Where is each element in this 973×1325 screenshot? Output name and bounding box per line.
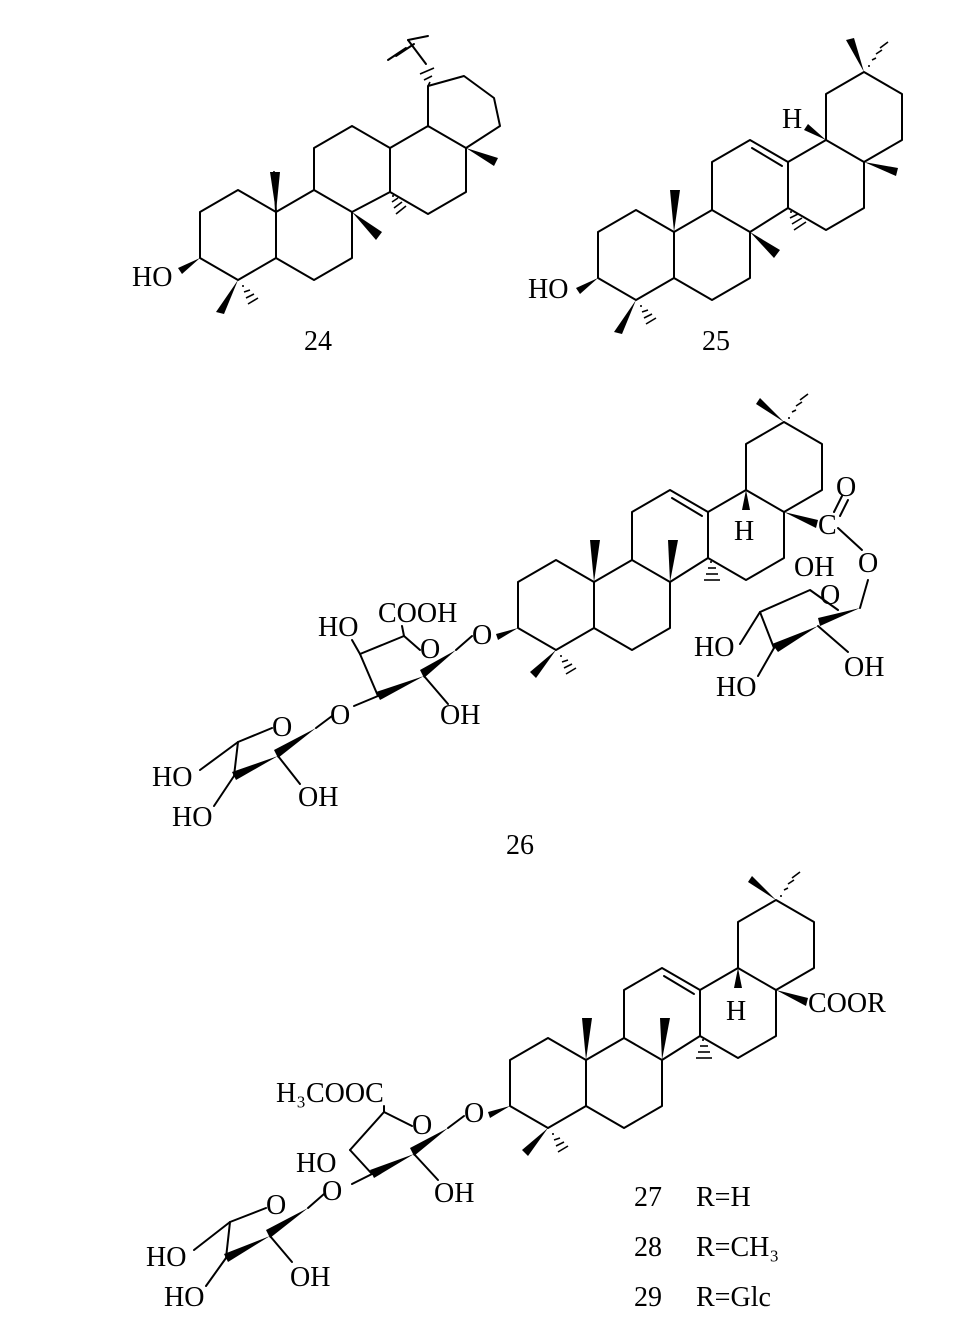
ring-oxygen-label: O (412, 1110, 432, 1141)
hydrogen-label: H (782, 104, 802, 135)
substituent-legend: 27 R=H 28 R=CH₃ 29 R=Glc (634, 1182, 779, 1313)
hydroxyl-label: HO (164, 1282, 204, 1313)
hydroxyl-label: OH (794, 552, 834, 583)
isopropenyl-group (387, 35, 435, 87)
compound-26-structure: H C O O OH O HO HO OH O O (152, 393, 884, 861)
hydroxyl-label: HO (318, 612, 358, 643)
hashed-methyl (704, 561, 720, 581)
hashed-methyl (242, 285, 259, 305)
glycosidic-oxygen-label: O (322, 1176, 342, 1207)
compound-number: 26 (506, 830, 534, 861)
hashed-methyl (789, 211, 807, 231)
hashed-methyl (391, 195, 407, 215)
legend-formula: R=Glc (696, 1282, 771, 1313)
compound-25-structure: H HO 25 (528, 38, 903, 357)
hydroxyl-label: OH (844, 652, 884, 683)
carbonyl-oxygen-label: O (836, 472, 856, 503)
legend-number: 28 (634, 1232, 662, 1263)
ester-group-label: COOR (808, 988, 886, 1019)
ring-oxygen-label: O (266, 1190, 286, 1221)
hashed-methyl (640, 305, 657, 325)
carboxyl-label: COOH (378, 598, 457, 629)
compound-27-29-structure: H COOR O O H₃COOC HO OH O O (146, 871, 886, 1313)
hydroxyl-label: OH (440, 700, 480, 731)
hydroxyl-label: OH (434, 1178, 474, 1209)
hashed-methyl (552, 1133, 569, 1153)
ring-oxygen-label: O (820, 580, 840, 611)
hashed-methyl (780, 871, 801, 897)
ester-oxygen-label: O (858, 548, 878, 579)
compound-number: 25 (702, 326, 730, 357)
legend-number: 29 (634, 1282, 662, 1313)
legend-formula: R=H (696, 1182, 751, 1213)
hydroxyl-label: HO (296, 1148, 336, 1179)
hydroxyl-label: OH (298, 782, 338, 813)
ring-oxygen-label: O (272, 712, 292, 743)
hydroxyl-label: HO (172, 802, 212, 833)
hashed-methyl (868, 41, 889, 67)
hashed-methyl (788, 393, 809, 419)
hydroxyl-label: HO (146, 1242, 186, 1273)
glycosidic-oxygen-label: O (330, 700, 350, 731)
hashed-methyl (696, 1039, 712, 1059)
compound-24-structure: HO 24 (132, 35, 501, 357)
carbon-label: C (818, 510, 837, 541)
methyl-ester-label: H₃COOC (276, 1078, 384, 1109)
hydroxyl-label: HO (694, 632, 734, 663)
compound-number: 24 (304, 326, 332, 357)
hydroxyl-label: HO (528, 274, 568, 305)
glycosidic-oxygen-label: O (464, 1098, 484, 1129)
hydrogen-label: H (726, 996, 746, 1027)
hydroxyl-label: OH (290, 1262, 330, 1293)
glycosidic-oxygen-label: O (472, 620, 492, 651)
hashed-methyl (560, 655, 577, 675)
hydrogen-label: H (734, 516, 754, 547)
legend-number: 27 (634, 1182, 662, 1213)
hydroxyl-label: HO (132, 262, 172, 293)
ring-oxygen-label: O (420, 634, 440, 665)
hydroxyl-label: HO (716, 672, 756, 703)
legend-formula: R=CH₃ (696, 1232, 779, 1263)
hydroxyl-label: HO (152, 762, 192, 793)
